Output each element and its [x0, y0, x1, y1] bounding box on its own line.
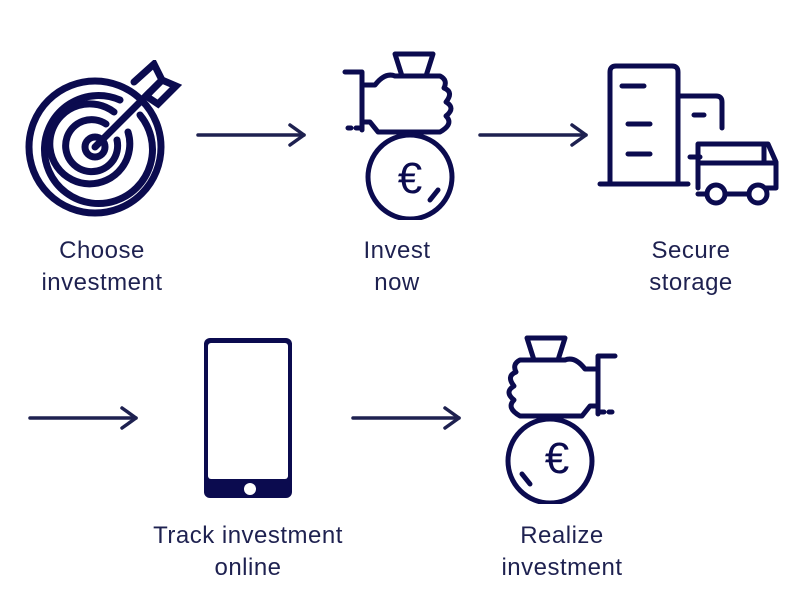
smartphone-icon	[204, 338, 292, 498]
label-line: storage	[649, 269, 733, 296]
hand-money-bag-euro-icon: €	[340, 50, 465, 220]
hand-money-bag-euro-icon	[495, 334, 620, 504]
label-line: now	[374, 269, 420, 296]
label-line: Track investment	[153, 522, 343, 549]
step-label-secure-storage: Secure storage	[561, 235, 800, 299]
label-line: Invest	[363, 237, 431, 264]
warehouse-truck-icon	[596, 62, 786, 208]
step-label-invest-now: Invest now	[267, 235, 527, 299]
label-line: Secure	[651, 237, 731, 264]
step-label-choose-investment: Choose investment	[0, 235, 232, 299]
euro-symbol: €	[398, 154, 422, 203]
label-line: Realize	[520, 522, 604, 549]
label-line: Choose	[59, 237, 145, 264]
label-line: online	[214, 554, 282, 581]
target-icon	[22, 60, 182, 220]
label-line: investment	[41, 269, 163, 296]
arrow-right-icon	[478, 122, 590, 150]
euro-symbol: €	[544, 434, 570, 483]
arrow-right-icon	[196, 122, 308, 150]
step-label-realize-investment: Realize investment	[432, 520, 692, 584]
label-line: investment	[501, 554, 623, 581]
arrow-right-icon	[28, 405, 140, 433]
step-label-track-investment-online: Track investment online	[118, 520, 378, 584]
arrow-right-icon	[351, 405, 463, 433]
